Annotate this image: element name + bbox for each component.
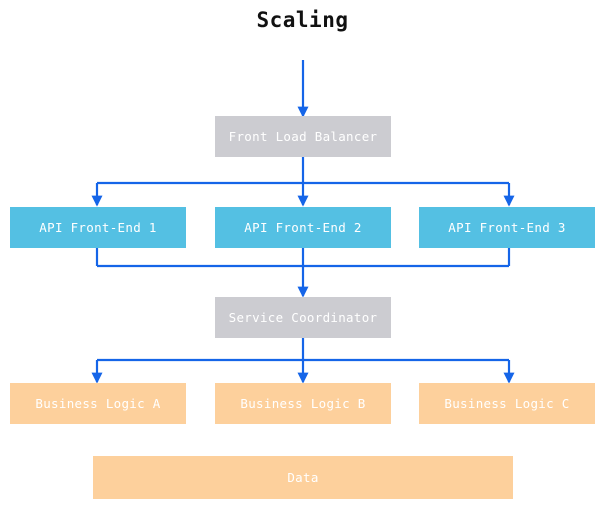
node-api-front-end-3[interactable]: API Front-End 3	[419, 207, 595, 248]
node-api-front-end-1[interactable]: API Front-End 1	[10, 207, 186, 248]
node-front-load-balancer[interactable]: Front Load Balancer	[215, 116, 391, 157]
node-data[interactable]: Data	[93, 456, 513, 499]
page-title: Scaling	[256, 8, 349, 32]
node-business-logic-a[interactable]: Business Logic A	[10, 383, 186, 424]
node-api-front-end-2[interactable]: API Front-End 2	[215, 207, 391, 248]
node-business-logic-b[interactable]: Business Logic B	[215, 383, 391, 424]
node-business-logic-c[interactable]: Business Logic C	[419, 383, 595, 424]
node-service-coordinator[interactable]: Service Coordinator	[215, 297, 391, 338]
